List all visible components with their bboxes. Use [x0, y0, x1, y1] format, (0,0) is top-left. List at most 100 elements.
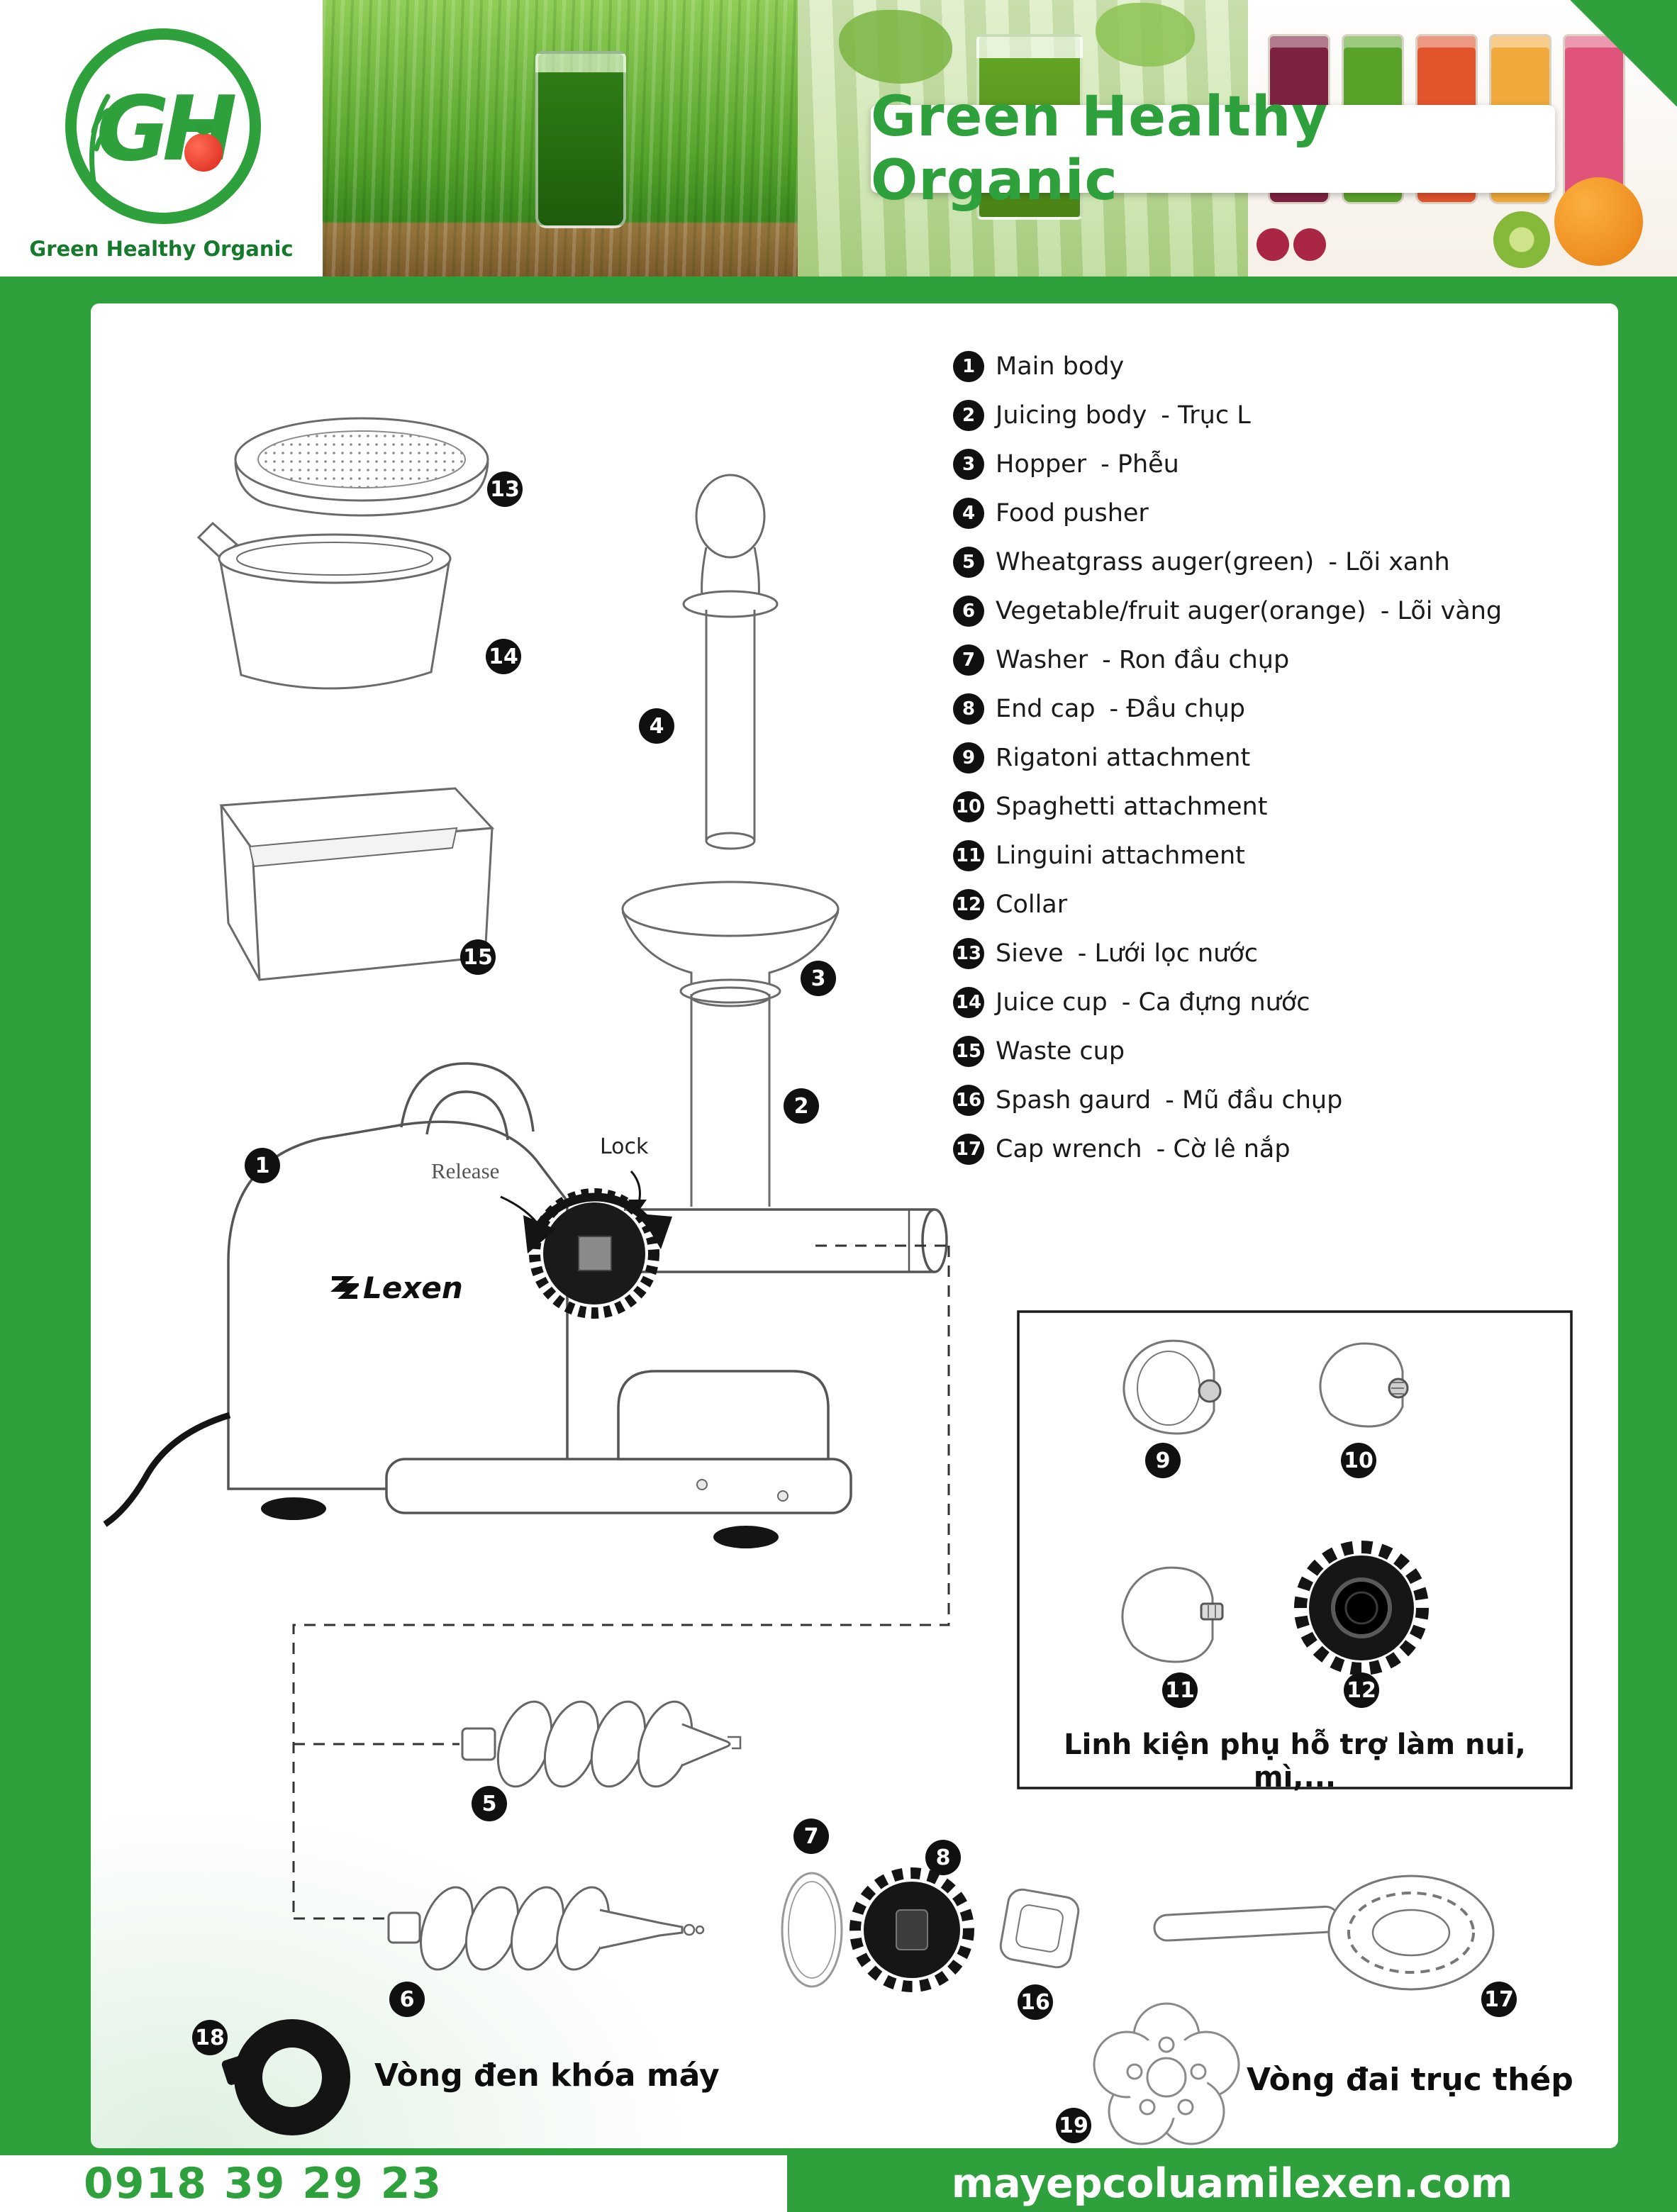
- part-name-en: Hopper: [996, 449, 1087, 479]
- part-number-badge: 7: [953, 644, 984, 676]
- callout-5: 5: [472, 1786, 507, 1821]
- part-number-badge: 13: [953, 937, 984, 969]
- part-name-en: Juicing body: [996, 401, 1147, 430]
- machine-brand-logo: Lexen: [330, 1270, 463, 1305]
- brand-logo: GH Green Healthy Organic: [0, 0, 323, 276]
- callout-7: 7: [793, 1819, 829, 1854]
- part-name-en: Collar: [996, 890, 1068, 919]
- callout-15: 15: [460, 939, 496, 975]
- part-name-en: Spash gaurd: [996, 1085, 1152, 1115]
- part-name-vi: - Đầu chụp: [1109, 694, 1246, 723]
- parts-list-item: 15 Waste cup: [953, 1027, 1598, 1076]
- part-number-badge: 11: [953, 839, 984, 871]
- callout-3: 3: [801, 961, 836, 996]
- footer-website: mayepcoluamilexen.com: [787, 2155, 1677, 2212]
- callout-6: 6: [389, 1982, 425, 2017]
- page-title: Green Healthy Organic: [871, 85, 1555, 213]
- part-name-vi: - Lưới lọc nước: [1077, 939, 1258, 968]
- callout-16: 16: [1018, 1984, 1053, 2020]
- callout-12: 12: [1344, 1672, 1379, 1708]
- release-label: Release: [431, 1158, 500, 1183]
- part-name-en: Sieve: [996, 939, 1064, 968]
- brand-logo-mark: GH: [65, 28, 261, 224]
- kiwi-fruit: [1493, 211, 1550, 268]
- lock-ring-label: Vòng đen khóa máy: [374, 2057, 720, 2094]
- tomato-icon: [184, 133, 223, 172]
- parts-list-item: 5 Wheatgrass auger(green) - Lõi xanh: [953, 537, 1598, 586]
- parts-list-item: 9 Rigatoni attachment: [953, 733, 1598, 782]
- logo-brand-name: Green Healthy Organic: [29, 237, 294, 261]
- header-banner: GH Green Healthy Organic Green Healthy O…: [0, 0, 1677, 276]
- parts-list-item: 13 Sieve - Lưới lọc nước: [953, 929, 1598, 978]
- callout-11: 11: [1162, 1672, 1198, 1708]
- part-number-badge: 12: [953, 888, 984, 920]
- parts-list-item: 10 Spaghetti attachment: [953, 782, 1598, 831]
- part-number-badge: 10: [953, 791, 984, 822]
- part-name-en: Vegetable/fruit auger(orange): [996, 596, 1366, 625]
- callout-2: 2: [784, 1088, 819, 1124]
- footer: 0918 39 29 23 mayepcoluamilexen.com: [0, 2155, 1677, 2212]
- wheatgrass-juice-glass: [535, 51, 626, 228]
- footer-phone: 0918 39 29 23: [0, 2155, 787, 2212]
- part-number-badge: 9: [953, 742, 984, 773]
- part-name-en: Linguini attachment: [996, 841, 1245, 870]
- berry-fruit: [1257, 228, 1289, 261]
- orange-fruit: [1554, 177, 1643, 266]
- callout-9: 9: [1145, 1443, 1181, 1478]
- celery-leaf: [1096, 3, 1195, 67]
- part-number-badge: 2: [953, 399, 984, 431]
- part-name-vi: - Ron đầu chụp: [1102, 645, 1290, 674]
- photo-wheatgrass: [323, 0, 798, 276]
- parts-list-item: 6 Vegetable/fruit auger(orange) - Lõi vàng: [953, 586, 1598, 635]
- part-number-badge: 5: [953, 546, 984, 578]
- part-name-en: Waste cup: [996, 1037, 1125, 1066]
- part-name-en: Wheatgrass auger(green): [996, 547, 1315, 576]
- page-title-text: Green Healthy Organic: [871, 85, 1329, 213]
- part-number-badge: 15: [953, 1035, 984, 1067]
- part-name-en: Cap wrench: [996, 1134, 1142, 1163]
- celery-leaf: [839, 10, 952, 84]
- part-number-badge: 1: [953, 350, 984, 382]
- parts-list-item: 3 Hopper - Phễu: [953, 440, 1598, 488]
- part-name-vi: - Lõi vàng: [1380, 596, 1503, 625]
- part-name-en: Rigatoni attachment: [996, 743, 1251, 772]
- part-name-en: End cap: [996, 694, 1096, 723]
- callout-18: 18: [192, 2020, 228, 2055]
- inset-caption: Linh kiện phụ hỗ trợ làm nui, mì,...: [1064, 1728, 1526, 1794]
- parts-list-item: 12 Collar: [953, 880, 1598, 929]
- callout-14: 14: [486, 639, 521, 674]
- logo-monogram: GH: [96, 77, 238, 181]
- lexen-zz-icon: [330, 1275, 359, 1299]
- callout-19: 19: [1056, 2108, 1091, 2143]
- part-name-en: Washer: [996, 645, 1088, 674]
- part-name-vi: - Cờ lê nắp: [1156, 1134, 1291, 1163]
- part-name-vi: - Lõi xanh: [1328, 547, 1450, 576]
- part-number-badge: 16: [953, 1084, 984, 1116]
- parts-list-item: 11 Linguini attachment: [953, 831, 1598, 880]
- parts-list-item: 7 Washer - Ron đầu chụp: [953, 635, 1598, 684]
- parts-list-item: 16 Spash gaurd - Mũ đầu chụp: [953, 1076, 1598, 1124]
- callout-4: 4: [639, 708, 674, 744]
- part-name-en: Food pusher: [996, 498, 1149, 527]
- part-name-vi: - Phễu: [1101, 449, 1179, 479]
- part-number-badge: 3: [953, 448, 984, 480]
- parts-list-item: 8 End cap - Đầu chụp: [953, 684, 1598, 733]
- callout-13: 13: [487, 471, 523, 507]
- part-name-vi: - Trục L: [1161, 401, 1251, 430]
- callout-17: 17: [1481, 1982, 1517, 2017]
- callout-1: 1: [245, 1148, 280, 1183]
- berry-fruit: [1293, 228, 1326, 261]
- callout-10: 10: [1341, 1443, 1376, 1478]
- part-number-badge: 6: [953, 595, 984, 627]
- machine-brand-text: Lexen: [363, 1270, 463, 1305]
- corner-accent: [1571, 0, 1677, 106]
- part-number-badge: 8: [953, 693, 984, 725]
- part-name-vi: - Mũ đầu chụp: [1165, 1085, 1343, 1115]
- part-name-en: Spaghetti attachment: [996, 792, 1268, 821]
